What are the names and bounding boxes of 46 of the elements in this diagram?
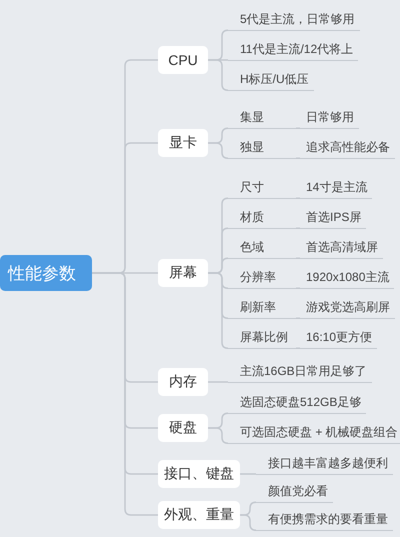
topic-label: 尺寸 (228, 176, 296, 199)
topic-label: 颜值党必看 (256, 480, 333, 503)
topic-label: 日常够用 (300, 106, 359, 129)
connector-line (296, 348, 300, 349)
root-topic-box: 性能参数 (0, 255, 92, 291)
topic-box: 屏幕 (158, 259, 208, 287)
topic-label: 屏幕比例 (228, 326, 296, 349)
topic-label: 分辨率 (228, 266, 296, 289)
topic-label: 材质 (228, 206, 296, 229)
topic-box: 外观、重量 (158, 501, 240, 529)
topic-label: 可选固态硬盘 + 机械硬盘组合 (228, 422, 400, 444)
connector-line (240, 514, 257, 531)
topic-box: 硬盘 (158, 414, 208, 442)
connector-line (296, 318, 300, 319)
connector-line (296, 288, 300, 289)
topic-label: 集显 (228, 106, 296, 129)
topic-label: 接口越丰富越多越便利 (256, 452, 393, 475)
topic-label: 14寸是主流 (300, 176, 372, 199)
topic-label: 选固态硬盘512GB足够 (228, 392, 366, 414)
connector-line (240, 473, 256, 475)
connector-line (208, 381, 228, 383)
topic-box: 接口、键盘 (158, 460, 240, 488)
topic-label: 独显 (228, 136, 296, 159)
topic-label: 主流16GB日常用足够了 (228, 360, 372, 383)
topic-label: 色域 (228, 236, 296, 259)
topic-label: 5代是主流，日常够用 (228, 8, 360, 31)
topic-label: 追求高性能必备 (300, 136, 395, 159)
topic-label: 游戏党选高刷屏 (300, 296, 395, 319)
topic-label: 有便携需求的要看重量 (256, 508, 393, 531)
topic-box: 显卡 (158, 129, 208, 157)
connector-line (208, 427, 229, 444)
topic-box: CPU (158, 46, 208, 74)
topic-label: H标压/U低压 (228, 68, 314, 91)
topic-label: 16:10更方便 (300, 326, 378, 349)
connector-line (296, 258, 300, 259)
topic-label: 首选高清域屏 (300, 236, 383, 259)
topic-label: 11代是主流/12代将上 (228, 38, 358, 61)
connector-line (296, 228, 300, 229)
topic-label: 首选IPS屏 (300, 206, 366, 229)
connector-line (208, 142, 229, 159)
connector-line (296, 198, 300, 199)
topic-box: 内存 (158, 368, 208, 396)
topic-label: 刷新率 (228, 296, 296, 319)
connector-line (296, 158, 300, 159)
connector-line (296, 128, 300, 129)
topic-label: 1920x1080主流 (300, 266, 394, 289)
